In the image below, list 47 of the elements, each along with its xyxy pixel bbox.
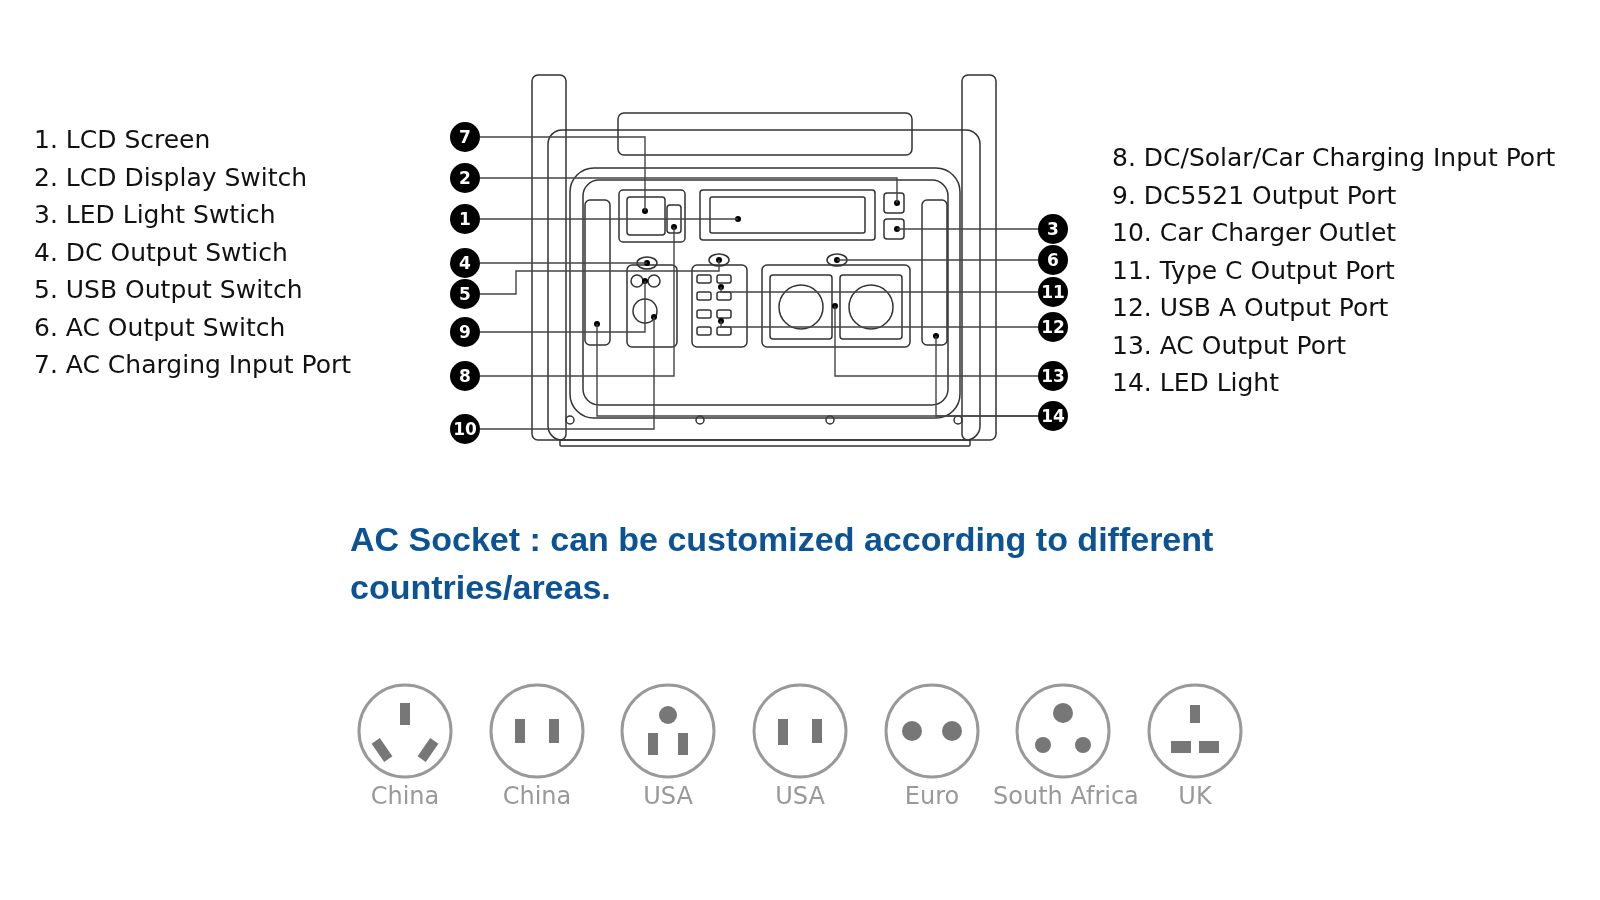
callout-number: 12 bbox=[1038, 312, 1068, 342]
list-item: 8. DC/Solar/Car Charging Input Port bbox=[1112, 143, 1556, 172]
callout-number: 11 bbox=[1038, 277, 1068, 307]
callout-number: 3 bbox=[1038, 214, 1068, 244]
callout-number: 6 bbox=[1038, 245, 1068, 275]
list-item: 1. LCD Screen bbox=[34, 125, 211, 154]
leader-line bbox=[935, 335, 1039, 417]
callout-number: 14 bbox=[1038, 401, 1068, 431]
socket-name: USA bbox=[642, 782, 694, 810]
leader-line bbox=[896, 228, 1039, 230]
socket-name: USA bbox=[774, 782, 826, 810]
leader-line bbox=[479, 136, 646, 212]
callout-number: 5 bbox=[450, 279, 480, 309]
list-item: 10. Car Charger Outlet bbox=[1112, 218, 1397, 247]
socket-name: China bbox=[501, 782, 573, 810]
list-item: 11. Type C Output Port bbox=[1112, 255, 1395, 285]
callout-number: 2 bbox=[450, 163, 480, 193]
callout-number: 1 bbox=[450, 204, 480, 234]
callout-number: 9 bbox=[450, 317, 480, 347]
callout-number: 13 bbox=[1038, 361, 1068, 391]
callout-number: 10 bbox=[450, 414, 480, 444]
list-item: 5. USB Output Switch bbox=[34, 275, 303, 304]
leader-line bbox=[479, 262, 648, 264]
list-item: 13. AC Output Port bbox=[1112, 330, 1347, 360]
callout-number: 7 bbox=[450, 122, 480, 152]
list-item: 12. USB A Output Port bbox=[1112, 293, 1389, 322]
leader-line bbox=[836, 259, 1039, 261]
leader-line bbox=[479, 226, 675, 377]
list-item: 14. LED Light bbox=[1112, 368, 1280, 397]
leader-line bbox=[720, 320, 1039, 328]
list-item: 3. LED Light Swtich bbox=[34, 200, 276, 229]
list-item: 4. DC Output Swtich bbox=[34, 237, 288, 267]
callout-number: 8 bbox=[450, 361, 480, 391]
list-item: 2. LCD Display Switch bbox=[34, 162, 308, 192]
leader-line bbox=[479, 316, 655, 430]
leader-line bbox=[720, 286, 1039, 293]
leader-line bbox=[479, 280, 646, 333]
leader-line bbox=[479, 259, 720, 295]
list-item: 9. DC5521 Output Port bbox=[1112, 180, 1397, 210]
list-item: 7. AC Charging Input Port bbox=[34, 350, 352, 379]
heading: AC Socket : can be customized according to different countries/areas. bbox=[350, 519, 1215, 608]
list-item: 6. AC Output Switch bbox=[34, 312, 286, 342]
callout-number: 4 bbox=[450, 248, 480, 278]
socket-name: China bbox=[369, 782, 441, 810]
leader-line bbox=[479, 218, 739, 220]
leader-line bbox=[479, 177, 898, 204]
leader-line bbox=[834, 305, 1039, 377]
